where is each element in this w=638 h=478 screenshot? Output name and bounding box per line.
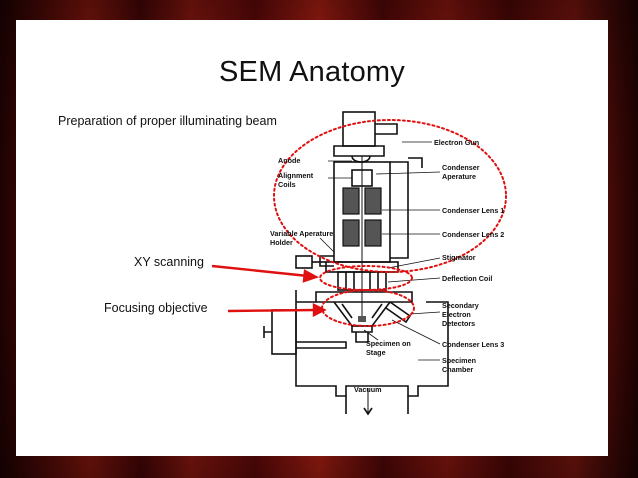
annotation-focusing: Focusing objective xyxy=(104,301,208,315)
red-arrows xyxy=(211,264,327,317)
annotation-beam: Preparation of proper illuminating beam xyxy=(58,114,277,128)
sem-diagram: Electron Gun Anode Alignment Coils Conde… xyxy=(211,111,507,416)
slide: SEM Anatomy xyxy=(16,20,608,456)
leader-lines xyxy=(319,141,441,361)
electron-gun-connector xyxy=(375,123,398,135)
leader-stigmator xyxy=(387,257,441,269)
label-secondary-1: Secondary xyxy=(442,301,479,310)
secondary-detector xyxy=(385,301,412,324)
label-variable-2: Holder xyxy=(270,238,293,247)
xy-arrow-head xyxy=(302,269,319,283)
focus-arrow-head xyxy=(312,303,327,317)
label-alignment-2: Coils xyxy=(278,180,296,189)
vacuum-tube xyxy=(345,396,409,414)
label-secondary-3: Detectors xyxy=(442,319,475,328)
condenser-lens-2-right xyxy=(364,219,382,247)
vacuum-arrow-head xyxy=(363,407,373,416)
leader-secondary xyxy=(409,311,441,315)
stage-rod xyxy=(296,341,347,349)
label-stage-1: Specimen on xyxy=(366,339,411,348)
focus-ellipse xyxy=(321,289,415,327)
stage-post xyxy=(355,332,369,343)
condenser-lenses xyxy=(342,187,382,322)
beam-ellipse xyxy=(273,119,507,273)
specimen-chamber xyxy=(295,290,449,397)
stage-arm-box xyxy=(271,309,297,355)
condenser-lens-2-left xyxy=(342,219,360,247)
leader-aperature xyxy=(375,171,441,175)
label-chamber-2: Chamber xyxy=(442,365,473,374)
label-stigmator: Stigmator xyxy=(442,253,476,262)
leader-stage xyxy=(363,329,379,341)
column-top-fitting xyxy=(408,157,423,168)
objective-flange xyxy=(315,291,413,303)
label-anode: Anode xyxy=(278,156,300,165)
stigmator-connector xyxy=(295,255,313,269)
label-condenser-lens-2: Condenser Lens 2 xyxy=(442,230,504,239)
label-aperature-2: Aperature xyxy=(442,172,476,181)
condenser-lens-1-right xyxy=(364,187,382,215)
anode-shape xyxy=(351,155,371,163)
objective-poles xyxy=(341,303,383,319)
focus-arrow-line xyxy=(227,308,317,313)
label-condenser-lens-1: Condenser Lens 1 xyxy=(442,206,504,215)
leader-variable xyxy=(319,237,335,253)
deflection-coils xyxy=(345,272,379,290)
label-stage-2: Stage xyxy=(366,348,386,357)
label-aperature-1: Condenser xyxy=(442,163,480,172)
label-vacuum: Vacuum xyxy=(354,385,382,394)
label-condenser-lens-3: Condenser Lens 3 xyxy=(442,340,504,349)
xy-arrow-line xyxy=(211,264,309,278)
label-deflection-coil: Deflection Coil xyxy=(442,274,492,283)
label-alignment-1: Alignment xyxy=(278,171,314,180)
label-variable-1: Variable Aperature xyxy=(270,229,333,238)
leader-deflection xyxy=(387,277,441,283)
electron-gun-body xyxy=(342,111,376,147)
label-secondary-2: Electron xyxy=(442,310,471,319)
gun-collar xyxy=(333,145,385,157)
stage-knob xyxy=(263,326,272,338)
condenser-lens-3 xyxy=(358,316,366,322)
diagram-labels: Electron Gun Anode Alignment Coils Conde… xyxy=(270,138,504,394)
annotation-xy-scanning: XY scanning xyxy=(134,255,204,269)
variable-aperture-holder xyxy=(319,255,334,267)
leader-lens-3 xyxy=(391,319,441,345)
slide-title: SEM Anatomy xyxy=(219,56,405,88)
condenser-lens-1-left xyxy=(342,187,360,215)
label-electron-gun: Electron Gun xyxy=(434,138,479,147)
label-chamber-1: Specimen xyxy=(442,356,476,365)
